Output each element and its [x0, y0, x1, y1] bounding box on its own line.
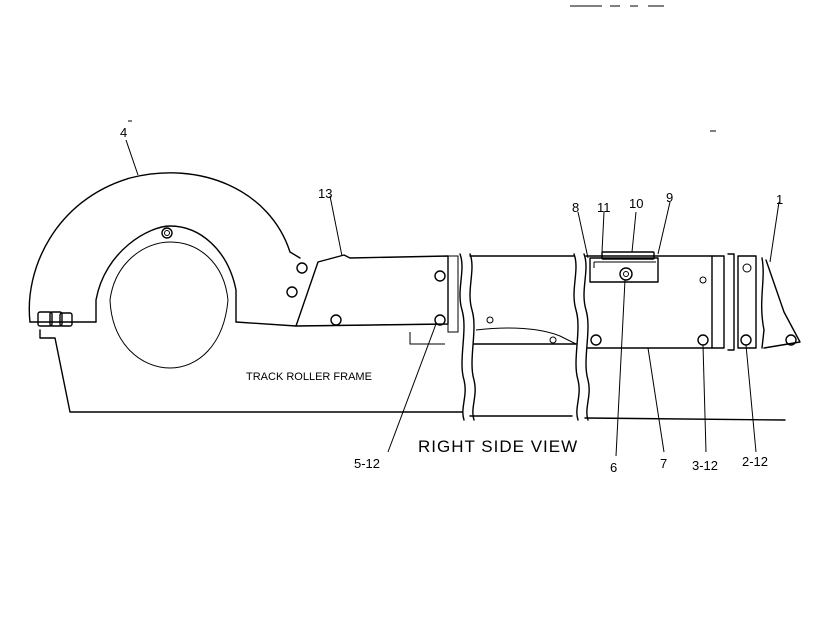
callout-1: 1 [776, 192, 783, 207]
callout-10: 10 [629, 196, 643, 211]
callout-2-12: 2-12 [742, 454, 768, 469]
callout-7: 7 [660, 456, 667, 471]
leader-lines [125, 139, 780, 457]
callout-13: 13 [318, 186, 332, 201]
frame-label: TRACK ROLLER FRAME [246, 371, 372, 383]
callouts: 4 13 8 11 10 9 1 5-12 6 7 3-12 2-12 [120, 125, 783, 475]
rear-guard [585, 251, 801, 351]
front-guard [28, 172, 301, 369]
callout-4: 4 [120, 125, 127, 140]
break-lines [459, 253, 590, 421]
callout-8: 8 [572, 200, 579, 215]
callout-3-12: 3-12 [692, 458, 718, 473]
view-title: RIGHT SIDE VIEW [418, 437, 578, 456]
track-roller-frame [39, 329, 786, 421]
callout-5-12: 5-12 [354, 456, 380, 471]
callout-6: 6 [610, 460, 617, 475]
scan-marks [128, 5, 716, 132]
center-section [469, 255, 577, 345]
middle-guard [286, 254, 459, 333]
callout-11: 11 [597, 200, 611, 215]
callout-9: 9 [666, 190, 673, 205]
